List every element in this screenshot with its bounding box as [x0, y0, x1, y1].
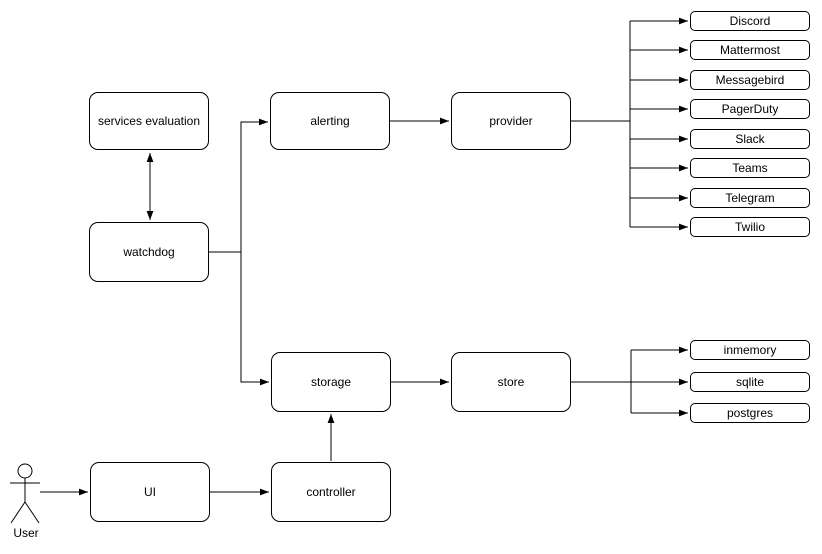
node-mattermost: Mattermost [690, 40, 810, 60]
node-ui: UI [90, 462, 210, 522]
node-watchdog: watchdog [89, 222, 209, 282]
node-alerting: alerting [270, 92, 390, 150]
node-services-evaluation: services evaluation [89, 92, 209, 150]
node-controller: controller [271, 462, 391, 522]
user-actor-icon [10, 463, 40, 524]
user-actor-label: User [13, 526, 39, 540]
node-store: store [451, 352, 571, 412]
node-discord: Discord [690, 11, 810, 31]
node-pagerduty: PagerDuty [690, 99, 810, 119]
node-twilio: Twilio [690, 217, 810, 237]
node-telegram: Telegram [690, 188, 810, 208]
node-teams: Teams [690, 158, 810, 178]
node-storage: storage [271, 352, 391, 412]
node-postgres: postgres [690, 403, 810, 423]
node-provider: provider [451, 92, 571, 150]
node-messagebird: Messagebird [690, 70, 810, 90]
node-sqlite: sqlite [690, 372, 810, 392]
edge-watchdog-storage [240, 252, 269, 386]
node-inmemory: inmemory [690, 340, 810, 360]
node-slack: Slack [690, 129, 810, 149]
edge-watchdog-alerting [240, 118, 268, 252]
